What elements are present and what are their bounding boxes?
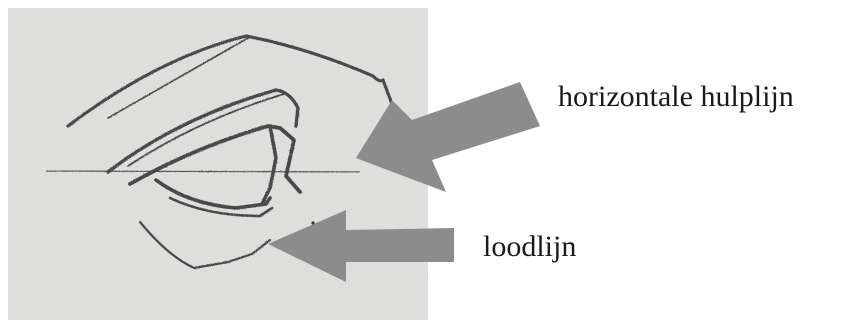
eye-corner-front [260,124,278,206]
horizontal-guide-label: horizontale hulplijn [558,80,794,113]
upper-eyelid-crease [106,88,300,174]
under-eye-contour [138,220,272,270]
horizontal-guide-line [45,170,361,173]
pencil-speck [311,221,315,225]
arrow-to-horizontal-guide-icon [356,82,540,192]
lower-eyelid [154,178,272,210]
eyebrow-stroke [66,34,394,128]
upper-eyelid [128,124,302,194]
arrow-to-plumb-line-icon [268,210,454,282]
paper-grain-texture [8,8,428,320]
upper-eyelid-crease-inner [127,93,285,167]
lower-eyelid-rim [168,196,274,218]
plumb-line-label: loodlijn [483,230,577,263]
pencil-sketch-eye-profile [8,8,428,320]
eyebrow-stroke-upper [107,37,249,119]
